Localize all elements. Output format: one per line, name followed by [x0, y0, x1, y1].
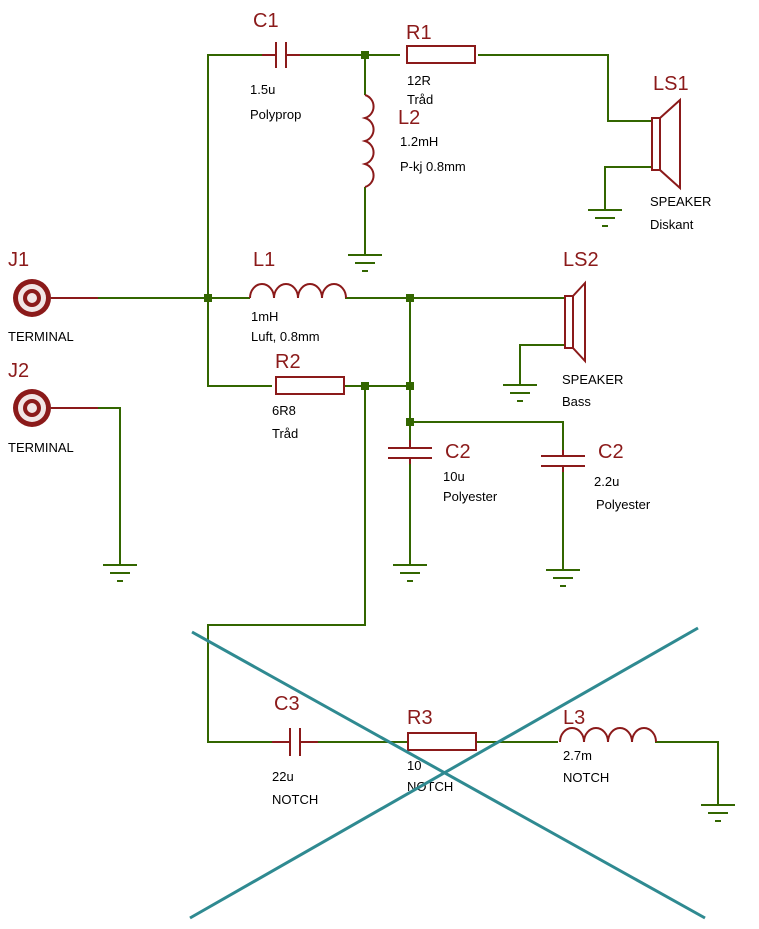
c1-ref: C1: [253, 10, 279, 32]
capacitor-c1: [262, 42, 300, 68]
ground-symbols: [103, 209, 735, 822]
wire-ls1-to-ground: [604, 166, 652, 210]
r1-value: 12R: [407, 73, 431, 88]
l3-value: 2.7m: [563, 748, 592, 763]
c2a-ref: C2: [445, 441, 471, 463]
r1-ref: R1: [406, 22, 432, 44]
r3-note: NOTCH: [407, 779, 453, 794]
ls2-ref: LS2: [563, 249, 599, 271]
c2b-ref: C2: [598, 441, 624, 463]
l2-value: 1.2mH: [400, 134, 438, 149]
cross-line-2: [189, 626, 699, 920]
r2-ref: R2: [275, 351, 301, 373]
wires: [52, 54, 719, 805]
l2-note: P-kj 0.8mm: [400, 159, 466, 174]
c1-note: Polyprop: [250, 107, 301, 122]
speaker-ls1: [651, 97, 681, 191]
junction-dot: [406, 382, 414, 390]
c3-ref: C3: [274, 693, 300, 715]
wire-j2-to-ground: [52, 407, 121, 565]
j1-value: TERMINAL: [8, 329, 74, 344]
ground-icon: [701, 804, 735, 822]
capacitor-c2-10u: [388, 440, 432, 464]
ground-icon: [348, 254, 382, 272]
r3-value: 10: [407, 758, 421, 773]
c3-value: 22u: [272, 769, 294, 784]
j2-ref: J2: [8, 360, 29, 382]
ground-icon: [546, 569, 580, 587]
c1-value: 1.5u: [250, 82, 275, 97]
c3-note: NOTCH: [272, 792, 318, 807]
ground-icon: [588, 209, 622, 227]
capacitor-c2-2u2: [541, 450, 585, 472]
wire-to-c2b: [410, 421, 564, 453]
r2-note: Tråd: [272, 426, 298, 441]
cross-line-1: [191, 630, 706, 920]
inductor-l1: [249, 283, 347, 299]
ground-icon: [503, 384, 537, 402]
l1-value: 1mH: [251, 309, 278, 324]
inductor-l2: [361, 94, 375, 188]
ground-icon: [393, 564, 427, 582]
junction-dot: [361, 382, 369, 390]
junction-dot: [406, 294, 414, 302]
junctions: [204, 51, 414, 426]
l2-ref: L2: [398, 107, 420, 129]
wire-left-to-r2: [207, 298, 272, 387]
resistor-r2: [275, 376, 345, 395]
j1-ref: J1: [8, 249, 29, 271]
ground-icon: [103, 564, 137, 582]
ls1-value: SPEAKER: [650, 194, 711, 209]
ls1-ref: LS1: [653, 73, 689, 95]
l1-ref: L1: [253, 249, 275, 271]
r2-value: 6R8: [272, 403, 296, 418]
c2a-value: 10u: [443, 469, 465, 484]
junction-dot: [361, 51, 369, 59]
ls1-note: Diskant: [650, 217, 694, 232]
ls2-note: Bass: [562, 394, 591, 409]
inductor-l3: [559, 727, 657, 743]
l3-note: NOTCH: [563, 770, 609, 785]
resistor-r3: [407, 732, 477, 751]
wire-ls2-to-ground: [519, 344, 565, 385]
l1-note: Luft, 0.8mm: [251, 329, 320, 344]
notch-crossed-out-marker: [189, 626, 706, 920]
wire-l3-to-ground: [655, 741, 719, 805]
r1-note: Tråd: [407, 92, 433, 107]
l3-ref: L3: [563, 707, 585, 729]
wire-r1-to-ls1: [478, 54, 652, 122]
r3-ref: R3: [407, 707, 433, 729]
ls2-value: SPEAKER: [562, 372, 623, 387]
terminal-j2: [13, 389, 98, 427]
capacitor-c3: [272, 728, 318, 756]
wire-to-notch: [207, 386, 366, 743]
junction-dot: [406, 418, 414, 426]
wire-vertical-left-to-c1: [207, 54, 262, 298]
j2-value: TERMINAL: [8, 440, 74, 455]
terminal-j1: [13, 279, 98, 317]
resistor-r1: [406, 45, 476, 64]
junction-dot: [204, 294, 212, 302]
c2b-note: Polyester: [596, 497, 651, 512]
speaker-ls2: [564, 280, 586, 364]
c2b-value: 2.2u: [594, 474, 619, 489]
c2a-note: Polyester: [443, 489, 498, 504]
